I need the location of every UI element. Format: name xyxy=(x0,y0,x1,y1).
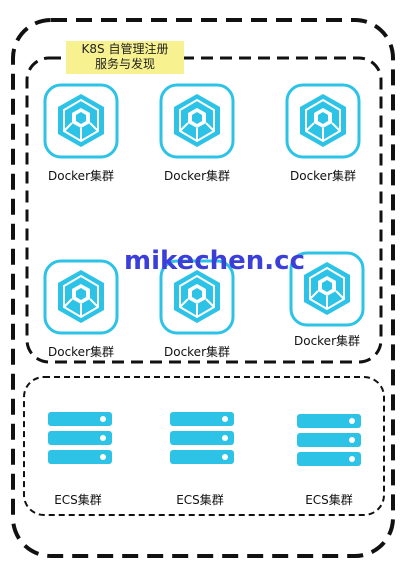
note-line1: K8S 自管理注册 xyxy=(81,42,169,56)
note-line2: 服务与发现 xyxy=(94,57,155,71)
ecs-server-icon xyxy=(170,412,234,469)
docker-cluster-label: Docker集群 xyxy=(163,169,231,183)
ecs-cluster-label: ECS集群 xyxy=(176,493,224,507)
ecs-cluster-label: ECS集群 xyxy=(54,493,102,507)
docker-cluster-label: Docker集群 xyxy=(47,345,115,359)
k8s-dashed-frame xyxy=(25,56,383,364)
ecs-server-icon xyxy=(48,412,112,469)
docker-cube-icon xyxy=(158,258,236,336)
ecs-dashed-frame xyxy=(23,376,385,516)
docker-cube-icon xyxy=(158,82,236,160)
docker-cluster-label: Docker集群 xyxy=(47,169,115,183)
docker-cluster-label: Docker集群 xyxy=(293,334,361,348)
docker-cube-icon xyxy=(42,82,120,160)
docker-cluster-label: Docker集群 xyxy=(289,169,357,183)
outer-dashed-frame xyxy=(11,18,395,558)
docker-cube-icon xyxy=(42,258,120,336)
ecs-server-icon xyxy=(297,414,361,471)
docker-cube-icon xyxy=(288,250,366,328)
ecs-cluster-label: ECS集群 xyxy=(305,493,353,507)
docker-cube-icon xyxy=(284,82,362,160)
k8s-note: K8S 自管理注册 服务与发现 xyxy=(66,41,184,74)
docker-cluster-label: Docker集群 xyxy=(163,345,231,359)
watermark: mikechen.cc xyxy=(124,246,305,276)
